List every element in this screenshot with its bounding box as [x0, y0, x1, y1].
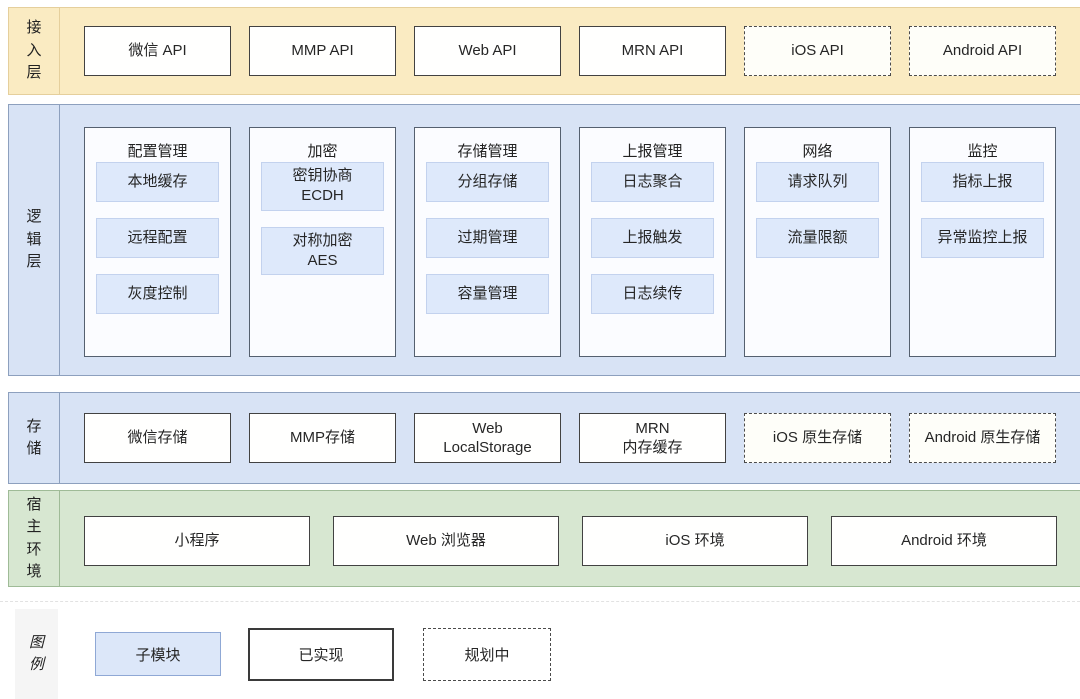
node-wechat-api: 微信 API	[84, 26, 231, 76]
module-monitoring-title: 监控	[967, 143, 998, 160]
node-mrn-api: MRN API	[579, 26, 726, 76]
submodule-key-negotiation-ecdh: 密钥协商 ECDH	[261, 162, 384, 211]
submodule-log-aggregation: 日志聚合	[591, 162, 714, 202]
legend: 图例 子模块 已实现 规划中	[0, 609, 1080, 699]
layer-access-label: 接入层	[9, 8, 60, 94]
node-web-localstorage: Web LocalStorage	[414, 413, 561, 463]
module-encryption-title: 加密	[307, 143, 338, 160]
node-android-env: Android 环境	[831, 516, 1057, 566]
module-storage-management: 存储管理 分组存储 过期管理 容量管理	[414, 127, 561, 357]
layer-logic: 逻辑层 配置管理 本地缓存 远程配置 灰度控制 加密 密钥协商 ECDH 对称加…	[8, 104, 1080, 376]
node-ios-native-storage: iOS 原生存储	[744, 413, 891, 463]
submodule-capacity-management: 容量管理	[426, 274, 549, 314]
legend-label-text: 图例	[28, 633, 44, 674]
node-mrn-memory-cache: MRN 内存缓存	[579, 413, 726, 463]
module-network: 网络 请求队列 流量限额	[744, 127, 891, 357]
layer-logic-label: 逻辑层	[9, 105, 60, 375]
node-wechat-storage: 微信存储	[84, 413, 231, 463]
submodule-group-storage: 分组存储	[426, 162, 549, 202]
layer-host-content: 小程序 Web 浏览器 iOS 环境 Android 环境	[60, 491, 1080, 586]
layer-storage: 存储 微信存储 MMP存储 Web LocalStorage MRN 内存缓存 …	[8, 392, 1080, 484]
layer-storage-label: 存储	[9, 393, 60, 483]
legend-item-planned: 规划中	[423, 627, 551, 681]
node-mmp-storage: MMP存储	[249, 413, 396, 463]
node-mmp-api: MMP API	[249, 26, 396, 76]
submodule-metric-report: 指标上报	[921, 162, 1044, 202]
module-report-management-title: 上报管理	[622, 143, 683, 160]
node-web-api: Web API	[414, 26, 561, 76]
layer-access-label-text: 接入层	[26, 19, 42, 82]
submodule-log-resume: 日志续传	[591, 274, 714, 314]
layer-storage-content: 微信存储 MMP存储 Web LocalStorage MRN 内存缓存 iOS…	[60, 393, 1080, 483]
submodule-exception-monitor-report: 异常监控上报	[921, 218, 1044, 258]
legend-items: 子模块 已实现 规划中	[58, 609, 1080, 699]
node-android-api: Android API	[909, 26, 1056, 76]
layer-host-label-text: 宿主环境	[26, 495, 42, 581]
submodule-request-queue: 请求队列	[756, 162, 879, 202]
node-ios-env: iOS 环境	[582, 516, 808, 566]
layer-host-label: 宿主环境	[9, 491, 60, 586]
layer-host: 宿主环境 小程序 Web 浏览器 iOS 环境 Android 环境	[8, 490, 1080, 587]
module-encryption: 加密 密钥协商 ECDH 对称加密 AES	[249, 127, 396, 357]
legend-item-implemented: 已实现	[248, 627, 394, 681]
node-ios-api: iOS API	[744, 26, 891, 76]
layer-logic-content: 配置管理 本地缓存 远程配置 灰度控制 加密 密钥协商 ECDH 对称加密 AE…	[60, 105, 1080, 375]
legend-item-submodule: 子模块	[95, 632, 221, 676]
submodule-gray-control: 灰度控制	[96, 274, 219, 314]
module-network-title: 网络	[802, 143, 833, 160]
submodule-symmetric-encryption-aes: 对称加密 AES	[261, 226, 384, 275]
node-web-browser: Web 浏览器	[333, 516, 559, 566]
section-separator	[0, 601, 1080, 602]
submodule-remote-config: 远程配置	[96, 218, 219, 258]
layer-access: 接入层 微信 API MMP API Web API MRN API iOS A…	[8, 7, 1080, 95]
module-monitoring: 监控 指标上报 异常监控上报	[909, 127, 1056, 357]
submodule-expiration-management: 过期管理	[426, 218, 549, 258]
node-mini-program: 小程序	[84, 516, 310, 566]
submodule-traffic-quota: 流量限额	[756, 218, 879, 258]
module-config-management-title: 配置管理	[127, 143, 188, 160]
layer-access-content: 微信 API MMP API Web API MRN API iOS API A…	[60, 8, 1080, 94]
module-report-management: 上报管理 日志聚合 上报触发 日志续传	[579, 127, 726, 357]
layer-logic-label-text: 逻辑层	[26, 208, 42, 271]
legend-label: 图例	[15, 609, 58, 699]
submodule-report-trigger: 上报触发	[591, 218, 714, 258]
node-android-native-storage: Android 原生存储	[909, 413, 1056, 463]
module-storage-management-title: 存储管理	[457, 143, 518, 160]
module-config-management: 配置管理 本地缓存 远程配置 灰度控制	[84, 127, 231, 357]
layer-storage-label-text: 存储	[26, 417, 42, 458]
submodule-local-cache: 本地缓存	[96, 162, 219, 202]
